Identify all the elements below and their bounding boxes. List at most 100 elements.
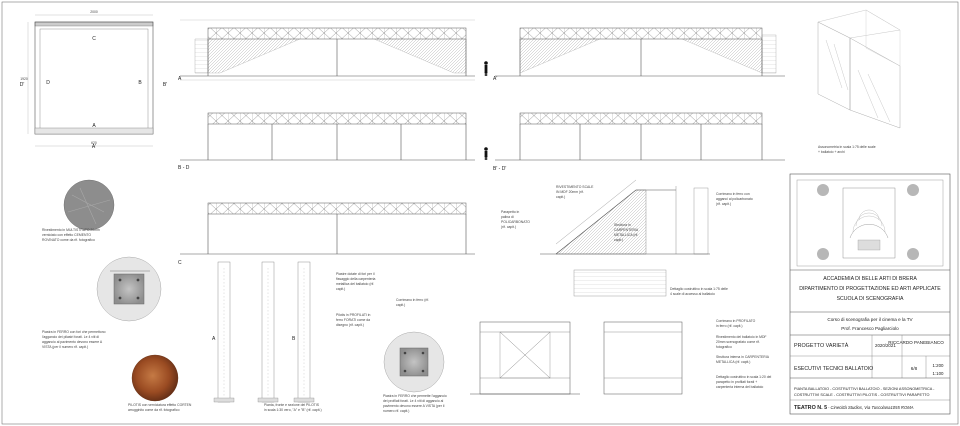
note-corrimano-2-3: (rif. capit.) [716,202,731,206]
tb-contents-1: PIANTA BALLATOIO - COSTRUTTIVI BALLATOIO… [794,387,935,391]
note-piastra-dotata-2: fissaggio della carpenteria [336,277,376,281]
note-pianta-pilotis-1: Pianta, fronte e sezione dei PILOTIS [264,403,320,407]
note-pilotis-profilati-1: Pilotis in PROFILATI in [336,313,371,317]
note-rivestimento-scale-3: capit.) [556,195,565,199]
tb-institution-3: SCUOLA DI SCENOGRAFIA [837,296,904,302]
plan-dim-left: 1920 [20,77,28,81]
plan-label-left-outer: D' [20,82,25,88]
tb-scale-1: 1:200 [933,363,945,368]
note-parapetto-3: POLICARBONATO [501,220,530,224]
note-pilotis-profilati-2: ferro FORATI come da [336,318,370,322]
elev-a-prime-label: A' [493,76,497,82]
note-struttura-carpenteria-1: Struttura in [614,223,631,227]
note-dettaglio-75-2: 4 scale di accesso al ballatoio [670,292,715,296]
plan-label-bottom-outer: A' [92,144,96,150]
note-piastra-dotata-4: capit.) [336,287,345,291]
tb-contents-2: COSTRUTTIVI SCALE - COSTRUTTIVI PILOTIS … [794,393,930,397]
tb-scale-2: 1:100 [933,371,945,376]
note-rivestimento-scale-1: RIVESTIMENTO SCALE [556,185,594,189]
parapet-detail [470,321,683,395]
note-struttura-carpenteria-2: CARPENTERIA [614,228,639,232]
elevation-b-d: B - D [178,112,475,171]
note-piastra-1-4: VISTA (per il numero rif. capit.) [42,345,88,349]
note-dettaglio-20-1: Dettaglio costruttivo in scala 1:20 del [716,375,771,379]
elev-c-label: C [178,260,182,266]
tb-course: Corso di scenografia per il cinema e la … [827,317,913,322]
note-rivestimento-mdf-1: Rivestimento del ballatoio in MDF [716,335,767,339]
plan-view: 2000 1920 620 C A D B D' B' A' [20,10,167,150]
plan-label-left: D [46,80,50,86]
elevation-c: C [178,202,475,266]
tb-institution-2: DIPARTIMENTO DI PROGETTAZIONE ED ARTI AP… [799,286,941,292]
note-pilotis-1: PILOTIS con verniciatura effetto CORTEN [128,403,192,407]
plan-label-bottom: A [92,123,96,129]
tb-professor: Prof. Francesco Pagliarciolo [841,326,899,331]
corten-sample [131,354,179,402]
note-piastra-1-2: l'aggancio dei pilastri forati. Le 4 vit… [42,335,99,339]
tb-drawing: ESECUTIVI TECNICI BALLATOIO [794,366,873,372]
plan-dim-top: 2000 [90,10,98,14]
note-parapetto-4: (rif. capit.) [501,225,516,229]
note-rivestimento-scale-2: IN MDF 20mm (rif. [556,190,584,194]
tb-institution-1: ACCADEMIA DI BELLE ARTI DI BRERA [823,276,917,282]
note-corrimano-1-2: capit.) [396,303,405,307]
elev-bd-label: B - D [178,165,190,171]
axo-caption-2: + ballatoio + archi [818,150,845,154]
axonometric-view: Assonometria in scala 1:75 delle scale +… [817,9,901,154]
note-rivestimento-mdf-2: 20mm scenografato come rif. [716,340,760,344]
tb-location-bold: TEATRO N. 5 [794,405,827,411]
elev-bd-prime-label: B' - D' [493,166,506,172]
elevation-b-d-prime: B' - D' [484,112,785,172]
note-piastra-1-3: aggancio al pavimento devono essere A [42,340,103,344]
pilotis-detail: A B [212,261,315,403]
note-pianta-pilotis-2: in scala 1:30 vero, "A" e "B" (rif. capi… [264,408,322,412]
tb-author: RICCARDO PANEBIANCO [888,340,944,345]
note-piastra-dotata-1: Piastre dotate di fori per il [336,272,375,276]
note-multistrato-2: verniciato con effetto CEMENTO [42,233,91,237]
plan-label-right-outer: B' [163,82,167,88]
note-piastra-2-4: numero rif. capit.) [383,409,409,413]
note-dettaglio-20-3: carpenteria interna del ballatoio [716,385,763,389]
elev-a-label: A [178,76,182,82]
tb-location: - Cinecittà Studios, Via Tuscolana1055 R… [828,405,914,410]
note-struttura-interna-2: METALLICA (rif. capit.) [716,360,750,364]
plan-dim-bottom: 620 [91,141,97,145]
note-piastra-1-1: Piastra in FERRO con fori che permettono [42,330,106,334]
note-struttura-carpenteria-4: capit.) [614,238,623,242]
note-corrimano-2-1: Corrimano in ferro con [716,192,750,196]
tb-year: 2020/2021 [875,343,896,348]
stair-detail [540,179,710,297]
note-parapetto-2: palina di [501,215,514,219]
human-figure-icon [484,61,488,76]
note-corrimano-profilato-1: Corrimano in PROFILATO [716,319,756,323]
note-piastra-2-1: Piastra in FERRO che permette l'aggancio [383,394,447,398]
plan-label-top: C [92,36,96,42]
note-multistrato-3: ROVINATO come da rif. fotografico [42,238,95,242]
tb-sheet: 6/8 [911,366,918,371]
note-piastra-2-2: dei profilati forati. Le 4 viti di aggan… [383,399,444,403]
note-dettaglio-20-2: parapetto in profilati forati + [716,380,757,384]
plan-label-right: B [138,80,142,86]
note-dettaglio-75-1: Dettaglio costruttivo in scala 1:75 dell… [670,287,728,291]
note-struttura-interna-1: Struttura interna in CARPENTERIA [716,355,770,359]
mdf-cement-sample [63,179,115,231]
human-figure-icon [484,147,488,160]
note-pilotis-profilati-3: disegno (rif. capit.) [336,323,364,327]
axo-caption-1: Assonometria in scala 1:75 delle scale [818,145,876,149]
tb-project: PROGETTO VARIETÀ [794,342,849,349]
svg-text:B: B [292,336,296,342]
note-piastra-2-3: pavimento devono essere A VISTA (per il [383,404,445,408]
note-multistrato-1: Rivestimento in MULTISTRATO 20mm [42,228,100,232]
elevation-a-prime: A' [484,27,785,82]
theatre-plan-thumbnail [796,179,944,267]
note-corrimano-profilato-2: in ferro (rif. capit.) [716,324,743,328]
elevation-a: A [178,19,475,82]
note-rivestimento-mdf-3: fotografico [716,345,732,349]
svg-text:A: A [212,336,216,342]
note-parapetto-1: Parapetto in [501,210,519,214]
note-struttura-carpenteria-3: METALLICA (rif. [614,233,638,237]
note-corrimano-1-1: Corrimano in ferro (rif. [396,298,429,302]
title-block: ACCADEMIA DI BELLE ARTI DI BRERA DIPARTI… [789,173,951,415]
